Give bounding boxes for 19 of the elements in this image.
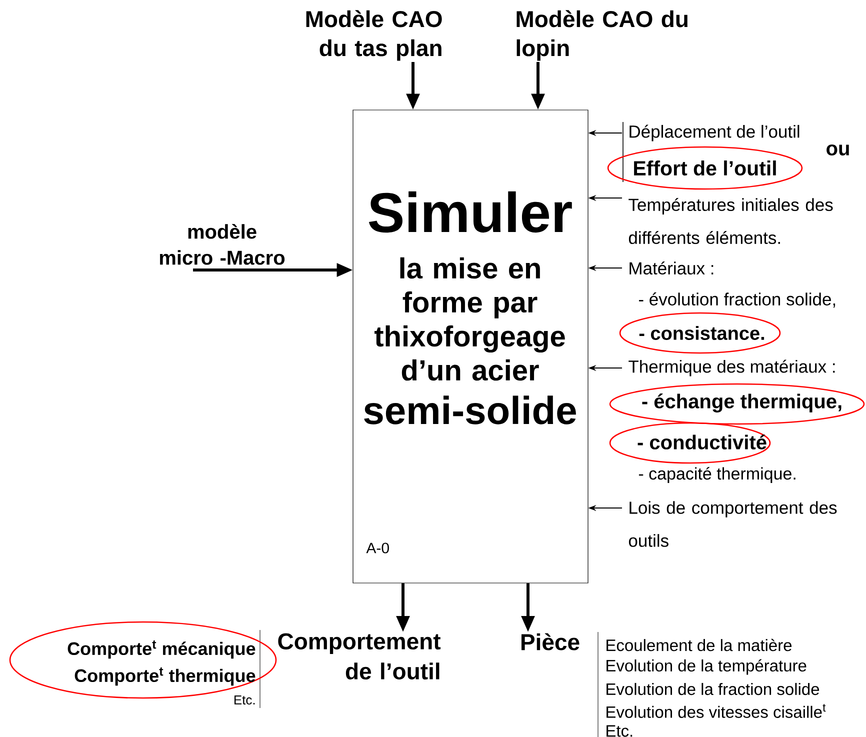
list-item: Evolution des vitesses cisaille$^{t}$ <box>606 704 826 718</box>
control-label: Déplacement de l’outil <box>630 124 800 142</box>
input-label: Modèle CAO du lopin <box>516 10 688 61</box>
list-item: Evolution de la température <box>606 659 806 675</box>
control-label: Thermique des matériaux : <box>628 360 835 376</box>
control-label: Lois de comportement des outils <box>628 501 837 547</box>
input-label: Modèle CAO du tas plan <box>306 10 442 61</box>
control-label: Matériaux : <box>630 261 714 275</box>
list-item: - évolution fraction solide, <box>639 292 836 308</box>
mechanism-label: modèle micro -Macro <box>160 224 285 265</box>
list-item: Etc. <box>606 725 632 737</box>
list-item: - capacité thermique. <box>638 466 796 484</box>
output-label: Comportement de l’outil <box>278 633 441 680</box>
list-item: Ecoulement de la matière <box>606 638 792 652</box>
function-box: Simuler la mise en forme par thixoforgeage d’un acier semi-solide A-0 <box>352 110 588 584</box>
connector-word: ou <box>826 144 849 156</box>
control-label: Températures initiales des différents éléments. <box>628 198 833 244</box>
output-label: Pièce <box>522 633 580 650</box>
list-item: Evolution de la fraction solide <box>606 682 820 696</box>
